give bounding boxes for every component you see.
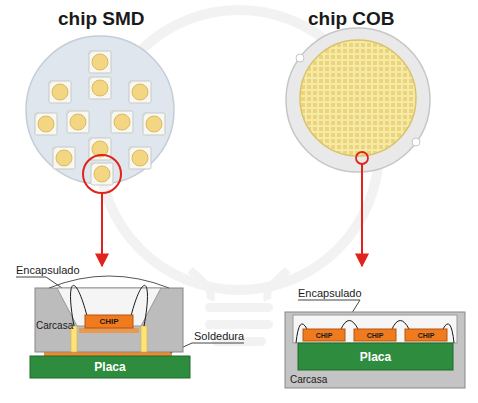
bond-wire — [296, 321, 454, 344]
pcb-outline — [298, 343, 453, 370]
section-title: chip COB — [308, 9, 395, 28]
smd-led — [143, 113, 165, 135]
pcb-outline — [30, 356, 190, 378]
solder-layer — [44, 352, 172, 356]
housing-body — [35, 288, 183, 352]
smd-led — [53, 147, 75, 169]
zoom-arrow — [101, 193, 103, 266]
smd-led — [111, 111, 133, 133]
housing-shape: Carcasa CHIP — [35, 288, 183, 352]
node-text: CHIP — [316, 332, 333, 339]
chip-die: CHIP — [303, 329, 345, 341]
node-text: Placa — [94, 361, 125, 373]
encapsulant-layer — [293, 315, 457, 343]
bulb-neck — [190, 270, 288, 300]
smd-led — [35, 113, 57, 135]
housing-body — [285, 312, 465, 388]
chip-outline — [303, 329, 345, 341]
smd-led — [129, 147, 151, 169]
lead-frame — [141, 326, 147, 352]
pcb-board: Placa — [298, 343, 453, 370]
mount-hole — [412, 138, 420, 146]
smd-pcb — [26, 36, 174, 184]
part-label: Encapsulado — [298, 288, 362, 299]
mount-hole — [296, 54, 304, 62]
cob-emitter — [300, 40, 416, 156]
die-pad — [79, 328, 139, 333]
pcb-board: Placa — [30, 356, 190, 378]
smd-led — [129, 81, 151, 103]
highlight-circle — [356, 152, 368, 164]
encapsulant-outline — [49, 276, 169, 288]
highlight-circle — [83, 155, 121, 193]
bulb-base-ring — [205, 303, 273, 312]
smd-led — [89, 77, 111, 99]
part-label: Encapsulado — [16, 265, 80, 276]
chip-die: CHIP — [405, 329, 447, 341]
smd-led — [67, 111, 89, 133]
node-text: Carcasa — [290, 375, 327, 385]
housing-shape: Carcasa CHIP CHIP CHIP Placa — [285, 312, 465, 388]
node-text: CHIP — [367, 332, 384, 339]
node-text: Carcasa — [36, 321, 73, 331]
bond-wire — [71, 285, 148, 326]
node-text: CHIP — [418, 332, 435, 339]
smd-led — [91, 163, 113, 185]
node-text: CHIP — [99, 318, 118, 326]
smd-led — [89, 51, 111, 73]
chip-die: CHIP — [85, 315, 133, 328]
chip-outline — [405, 329, 447, 341]
smd-board — [26, 36, 174, 266]
node-text: Placa — [360, 351, 391, 363]
smd-led — [49, 81, 71, 103]
section-title: chip SMD — [58, 9, 145, 28]
cob-board — [286, 28, 430, 266]
chip-outline — [354, 329, 396, 341]
zoom-arrow — [361, 164, 363, 266]
leader-line — [16, 277, 62, 288]
cob-pcb — [286, 28, 430, 172]
chip-die: CHIP — [354, 329, 396, 341]
part-label: Soldedura — [194, 331, 244, 342]
bulb-base-ring — [205, 320, 273, 329]
chip-outline — [85, 315, 133, 328]
